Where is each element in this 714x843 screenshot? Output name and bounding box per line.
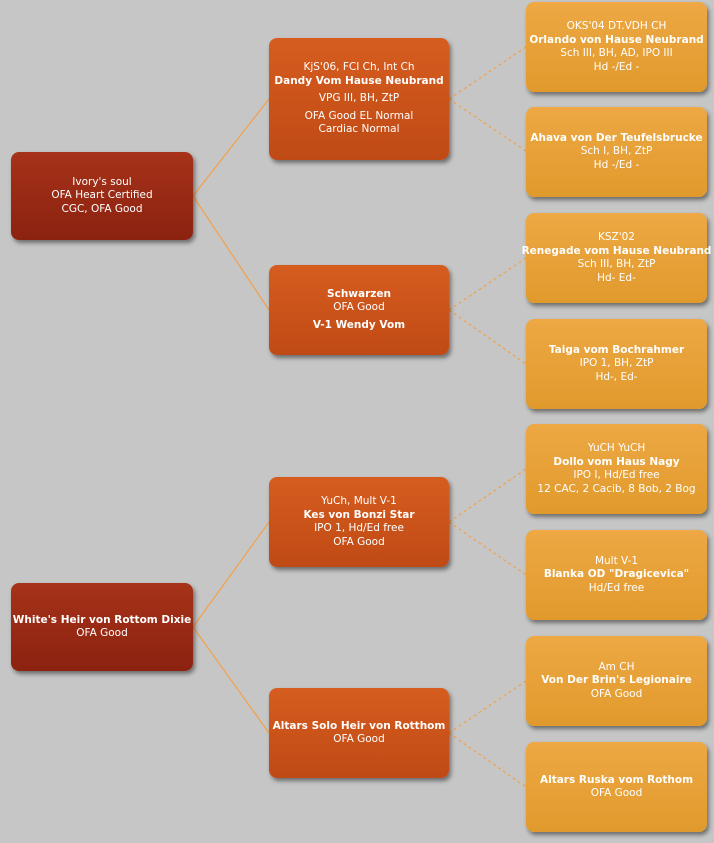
node-line: Sch III, BH, ZtP — [577, 258, 656, 270]
node-line: Schwarzen — [327, 287, 391, 300]
dam-node-altars-solo: Altars Solo Heir von Rotthom OFA Good — [269, 688, 449, 778]
node-line: OFA Good — [333, 535, 385, 548]
node-line: YuCH YuCH — [587, 442, 646, 454]
connector-line — [448, 46, 527, 100]
node-line: IPO I, Hd/Ed free — [573, 469, 660, 481]
connector-line — [448, 257, 527, 311]
connector-line — [448, 680, 527, 734]
node-line: IPO 1, Hd/Ed free — [314, 522, 404, 534]
node-line: Dollo vom Haus Nagy — [553, 455, 680, 468]
node-line: IPO 1, BH, ZtP — [579, 357, 654, 370]
sire-node-kes: YuCh, Mult V-1 Kes von Bonzi Star IPO 1,… — [269, 477, 449, 567]
granddam-node-ahava: Ahava von Der Teufelsbrucke Sch I, BH, Z… — [526, 107, 707, 197]
connector-line — [192, 195, 270, 311]
node-line: Cardiac Normal — [318, 123, 400, 136]
dog-node-whites-heir: White's Heir von Rottom Dixie OFA Good — [11, 583, 193, 671]
node-line: Hd/Ed free — [588, 581, 645, 594]
node-line: Renegade vom Hause Neubrand — [521, 244, 712, 257]
dam-node-schwarzen: Schwarzen OFA Good V-1 Wendy Vom — [269, 265, 449, 355]
connector-line — [448, 468, 527, 523]
node-line: KjS'06, FCI Ch, Int Ch — [303, 61, 415, 74]
node-line: Ivory's soul — [72, 175, 132, 188]
node-line: 12 CAC, 2 Cacib, 8 Bob, 2 Bog — [537, 482, 696, 495]
connector-line — [448, 98, 527, 152]
dog-node-ivorys-soul: Ivory's soul OFA Heart Certified CGC, OF… — [11, 152, 193, 240]
node-line: Altars Solo Heir von Rotthom — [272, 719, 446, 732]
node-line: Sch III, BH, AD, IPO III — [560, 47, 673, 59]
sire-node-dandy: KjS'06, FCI Ch, Int Ch Dandy Vom Hause N… — [269, 38, 449, 160]
node-line: OFA Heart Certified — [51, 189, 153, 202]
node-line: Hd-, Ed- — [595, 370, 638, 383]
node-line: Ahava von Der Teufelsbrucke — [530, 131, 703, 144]
node-line: KSZ'02 — [598, 231, 635, 243]
granddam-node-blanka: Mult V-1 Blanka OD "Dragicevica" Hd/Ed f… — [526, 530, 707, 620]
granddam-node-taiga: Taiga vom Bochrahmer IPO 1, BH, ZtP Hd-,… — [526, 319, 707, 409]
grandsire-node-legionaire: Am CH Von Der Brin's Legionaire OFA Good — [526, 636, 707, 726]
node-line: Am CH — [598, 660, 635, 673]
node-line: Orlando von Hause Neubrand — [529, 33, 704, 46]
node-line: Kes von Bonzi Star — [303, 508, 415, 521]
connector-line — [192, 626, 270, 734]
node-line: OFA Good — [76, 627, 128, 639]
node-line: V-1 Wendy Vom — [312, 318, 406, 331]
node-line: OFA Good — [590, 787, 643, 799]
node-line: Dandy Vom Hause Neubrand — [274, 74, 444, 87]
granddam-node-ruska: Altars Ruska vom Rothom OFA Good — [526, 742, 707, 832]
grandsire-node-orlando: OKS'04 DT.VDH CH Orlando von Hause Neubr… — [526, 2, 707, 92]
node-line: Sch I, BH, ZtP — [580, 145, 653, 158]
node-line: CGC, OFA Good — [61, 202, 143, 215]
node-line: White's Heir von Rottom Dixie — [12, 613, 192, 626]
node-line: OFA Good EL Normal — [304, 109, 414, 122]
connector-line — [448, 732, 527, 788]
connector-line — [448, 521, 527, 576]
node-line: Blanka OD "Dragicevica" — [543, 568, 690, 581]
node-line: Hd -/Ed - — [593, 60, 640, 73]
node-line: Altars Ruska vom Rothom — [539, 773, 694, 786]
node-line: Hd- Ed- — [597, 271, 636, 284]
node-line: Von Der Brin's Legionaire — [541, 674, 692, 687]
node-line: VPG III, BH, ZtP — [318, 92, 400, 105]
connector-line — [448, 309, 527, 365]
connector-line — [192, 521, 270, 628]
node-line: OKS'04 DT.VDH CH — [566, 20, 667, 32]
grandsire-node-dollo: YuCH YuCH Dollo vom Haus Nagy IPO I, Hd/… — [526, 424, 707, 514]
node-line: OFA Good — [333, 301, 385, 314]
node-line: Taiga vom Bochrahmer — [548, 343, 685, 356]
node-line: Hd -/Ed - — [593, 158, 640, 171]
connector-line — [192, 98, 270, 197]
node-line: Mult V-1 — [594, 554, 639, 567]
node-line: YuCh, Mult V-1 — [321, 495, 397, 507]
grandsire-node-renegade: KSZ'02 Renegade vom Hause Neubrand Sch I… — [522, 213, 711, 303]
node-line: OFA Good — [333, 733, 385, 745]
node-line: OFA Good — [590, 687, 643, 700]
